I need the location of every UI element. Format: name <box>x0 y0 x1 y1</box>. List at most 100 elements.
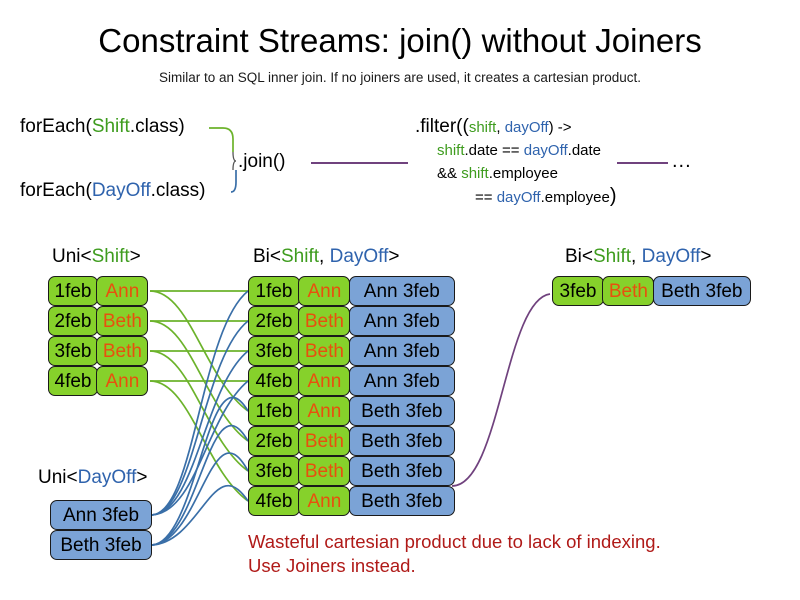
cartesian-shift-employee: Beth <box>298 426 351 456</box>
cartesian-dayoff: Beth 3feb <box>348 486 455 516</box>
cartesian-dayoff: Ann 3feb <box>348 306 455 336</box>
filter-l2-shift: shift <box>437 142 465 159</box>
shift-employee: Ann <box>96 366 149 396</box>
code-filter-block: .filter((shift, dayOff) -> shift.date ==… <box>415 115 617 209</box>
filter-l4-dayoff: dayOff <box>496 189 541 206</box>
filter-l4-close: ) <box>609 185 617 207</box>
label-bi-right: Bi<Shift, DayOff> <box>565 246 711 268</box>
filter-l4-eq: == <box>475 189 497 206</box>
uni-dayoff-post: > <box>136 467 148 488</box>
cartesian-shift-date: 1feb <box>248 396 300 426</box>
cartesian-dayoff: Ann 3feb <box>348 276 455 306</box>
cartesian-dayoff: Beth 3feb <box>348 456 455 486</box>
cartesian-dayoff: Ann 3feb <box>348 366 455 396</box>
page-subtitle: Similar to an SQL inner join. If no join… <box>159 70 641 85</box>
foreach-dayoff-type: DayOff <box>91 180 151 201</box>
page-title: Constraint Streams: join() without Joine… <box>98 22 702 59</box>
bi-right-type2: DayOff <box>641 246 701 267</box>
result-shift-employee: Beth <box>602 276 655 306</box>
filter-l2-dayoff: dayOff <box>523 142 568 159</box>
dayoff-label: Ann 3feb <box>50 500 152 530</box>
bi-mid-sep: , <box>319 246 330 267</box>
filter-line-2: shift.date == dayOff.date <box>415 139 617 162</box>
code-ellipsis: ... <box>672 150 692 172</box>
result-dayoff: Beth 3feb <box>652 276 751 306</box>
warning-line-2: Use Joiners instead. <box>248 555 416 576</box>
cartesian-shift-date: 4feb <box>248 486 300 516</box>
filter-line-1: .filter((shift, dayOff) -> <box>415 115 617 139</box>
filter-param-dayoff: dayOff <box>504 119 549 136</box>
foreach-shift-suffix: .class) <box>129 116 185 137</box>
cartesian-shift-date: 2feb <box>248 306 300 336</box>
cartesian-dayoff: Ann 3feb <box>348 336 455 366</box>
shift-employee: Ann <box>96 276 149 306</box>
uni-shift-pre: Uni< <box>52 246 92 267</box>
bi-right-sep: , <box>631 246 642 267</box>
shift-date: 4feb <box>48 366 98 396</box>
label-bi-middle: Bi<Shift, DayOff> <box>253 246 399 268</box>
foreach-dayoff-prefix: forEach( <box>20 180 92 201</box>
code-foreach-shift: forEach(Shift.class) <box>20 115 185 138</box>
cartesian-shift-employee: Ann <box>298 396 351 426</box>
cartesian-shift-employee: Beth <box>298 456 351 486</box>
shift-employee: Beth <box>96 306 149 336</box>
bi-mid-type1: Shift <box>281 246 320 267</box>
dayoff-row: Ann 3feb <box>50 500 152 530</box>
warning-note: Wasteful cartesian product due to lack o… <box>248 530 661 578</box>
filter-l2-date: .date <box>567 142 602 159</box>
result-shift-date: 3feb <box>552 276 604 306</box>
dayoff-label: Beth 3feb <box>50 530 152 560</box>
bi-right-type1: Shift <box>593 246 632 267</box>
uni-shift-post: > <box>129 246 141 267</box>
cartesian-shift-employee: Ann <box>298 276 351 306</box>
dayoff-row: Beth 3feb <box>50 530 152 560</box>
shift-date: 3feb <box>48 336 98 366</box>
filter-line-3: && shift.employee <box>415 162 617 185</box>
filter-comma: , <box>496 119 505 136</box>
bi-right-pre: Bi< <box>565 246 593 267</box>
filter-l4-employee: .employee <box>540 189 610 206</box>
code-foreach-dayoff: forEach(DayOff.class) <box>20 179 206 202</box>
bi-mid-type2: DayOff <box>329 246 389 267</box>
filter-l3-employee: .employee <box>488 165 558 182</box>
cartesian-shift-date: 4feb <box>248 366 300 396</box>
cartesian-shift-employee: Ann <box>298 366 351 396</box>
cartesian-dayoff: Beth 3feb <box>348 396 455 426</box>
filter-arrow: ) -> <box>548 119 572 136</box>
uni-shift-type: Shift <box>91 246 130 267</box>
bi-mid-pre: Bi< <box>253 246 281 267</box>
filter-l3-and: && <box>437 165 462 182</box>
cartesian-shift-date: 3feb <box>248 456 300 486</box>
shift-date: 2feb <box>48 306 98 336</box>
cartesian-shift-date: 2feb <box>248 426 300 456</box>
uni-dayoff-pre: Uni< <box>38 467 78 488</box>
filter-prefix: .filter(( <box>415 116 469 137</box>
cartesian-shift-employee: Beth <box>298 336 351 366</box>
label-uni-shift: Uni<Shift> <box>52 246 141 268</box>
warning-line-1: Wasteful cartesian product due to lack o… <box>248 531 661 552</box>
uni-dayoff-type: DayOff <box>77 467 137 488</box>
foreach-shift-type: Shift <box>91 116 130 137</box>
filter-l2-date-eq: .date == <box>464 142 524 159</box>
foreach-dayoff-suffix: .class) <box>150 180 206 201</box>
cartesian-shift-date: 3feb <box>248 336 300 366</box>
label-uni-dayoff: Uni<DayOff> <box>38 467 148 489</box>
shift-date: 1feb <box>48 276 98 306</box>
cartesian-shift-employee: Ann <box>298 486 351 516</box>
cartesian-shift-employee: Beth <box>298 306 351 336</box>
cartesian-shift-date: 1feb <box>248 276 300 306</box>
